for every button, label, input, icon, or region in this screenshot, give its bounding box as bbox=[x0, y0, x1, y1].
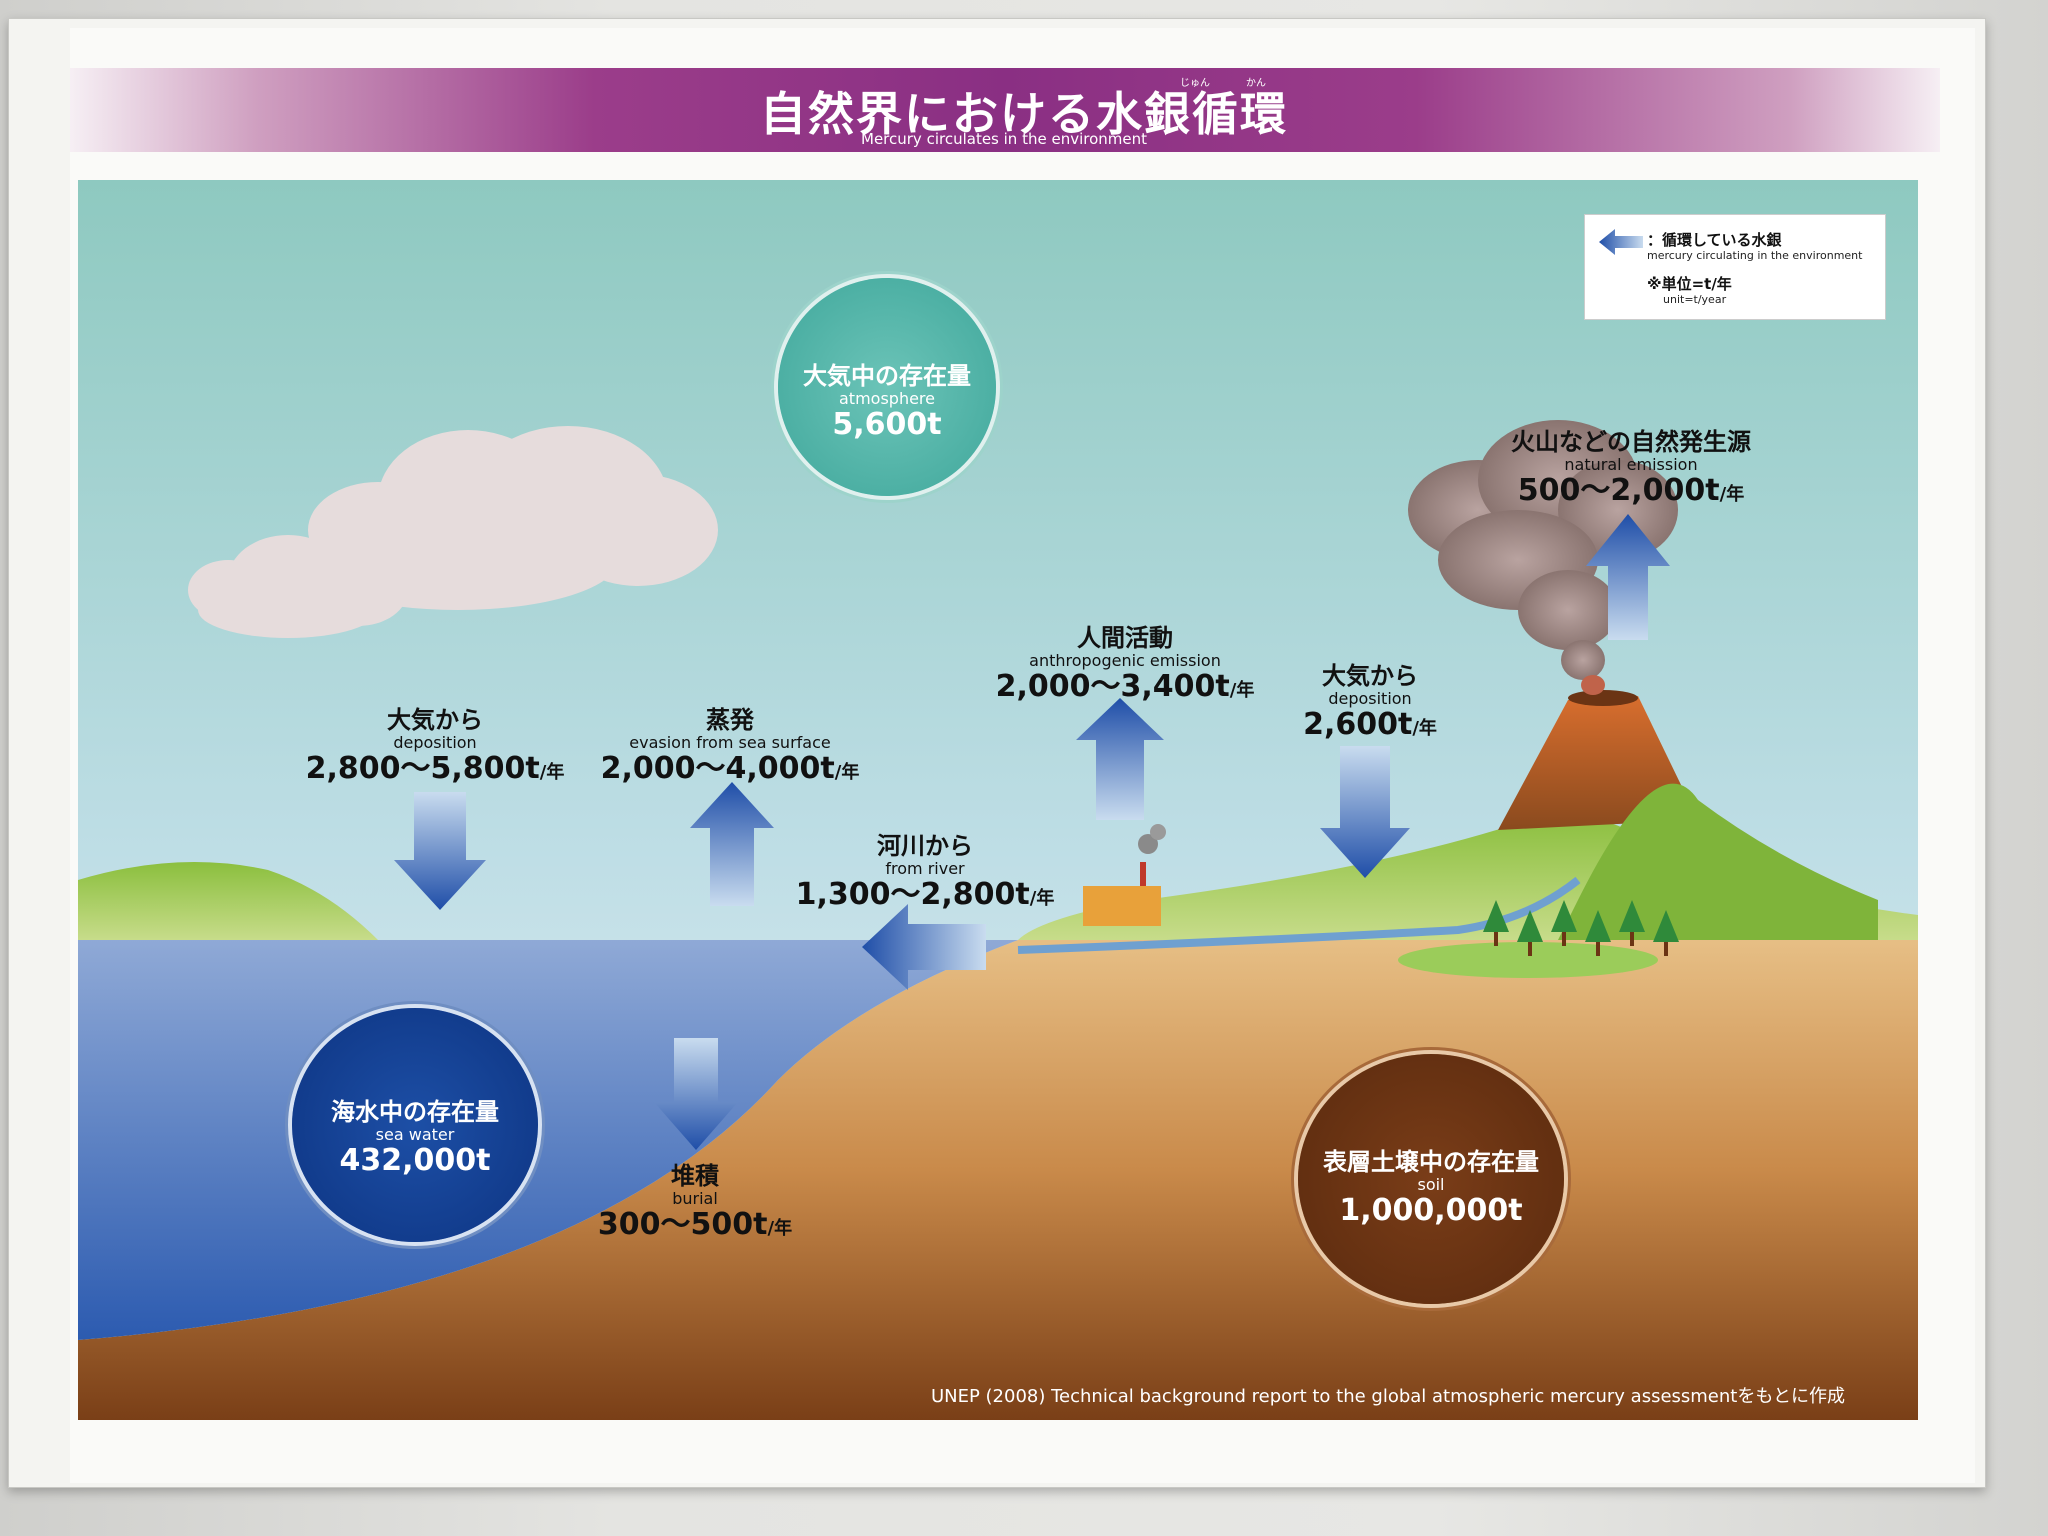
anthropogenic-ja: 人間活動 bbox=[1077, 624, 1173, 652]
deposition-sea-en: deposition bbox=[393, 733, 477, 752]
title-ruby-1: じゅん bbox=[1180, 78, 1210, 89]
atmosphere-reservoir: 大気中の存在量 atmosphere 5,600t bbox=[778, 278, 996, 496]
burial-en: burial bbox=[672, 1189, 718, 1208]
evasion-en: evasion from sea surface bbox=[629, 733, 831, 752]
soil-reservoir: 表層土壌中の存在量 soil 1,000,000t bbox=[1298, 1054, 1564, 1304]
deposition-sea-ja: 大気から bbox=[387, 706, 483, 734]
sea-water-label: 海水中の存在量 bbox=[331, 1098, 499, 1126]
title-ruby-2: かん bbox=[1246, 78, 1266, 89]
poster-subtitle: Mercury circulates in the environment bbox=[861, 130, 1147, 148]
anthropogenic-en: anthropogenic emission bbox=[1029, 651, 1221, 670]
atmosphere-label-en: atmosphere bbox=[839, 389, 935, 408]
flow-arrows bbox=[394, 514, 1670, 1150]
sea-water-reservoir: 海水中の存在量 sea water 432,000t bbox=[292, 1008, 538, 1242]
atmosphere-value: 5,600t bbox=[832, 407, 942, 442]
evasion-ja: 蒸発 bbox=[706, 706, 754, 734]
burial-ja: 堆積 bbox=[671, 1162, 719, 1190]
deposition-land-ja: 大気から bbox=[1322, 662, 1418, 690]
river-label: 河川から from river 1,300～2,800t/年 bbox=[790, 832, 1060, 916]
deposition-sea-value: 2,800～5,800t bbox=[305, 751, 540, 786]
mercury-cycle-illustration bbox=[78, 180, 1918, 1420]
burial-value: 300～500t bbox=[597, 1207, 768, 1242]
poster-title: 自然界における水銀循環 bbox=[760, 87, 1288, 141]
legend-arrow-label-en: mercury circulating in the environment bbox=[1647, 249, 1863, 262]
deposition-sea-label: 大気から deposition 2,800～5,800t/年 bbox=[280, 706, 590, 790]
burial-unit: /年 bbox=[767, 1218, 793, 1239]
deposition-sea-unit: /年 bbox=[539, 762, 565, 783]
anthropogenic-label: 人間活動 anthropogenic emission 2,000～3,400t… bbox=[970, 624, 1280, 708]
evasion-value: 2,000～4,000t bbox=[600, 751, 835, 786]
deposition-land-unit: /年 bbox=[1412, 718, 1437, 739]
atmosphere-label: 大気中の存在量 bbox=[803, 362, 971, 390]
evasion-unit: /年 bbox=[834, 762, 860, 783]
natural-emission-label: 火山などの自然発生源 natural emission 500～2,000t/年 bbox=[1476, 428, 1786, 512]
natural-emission-ja: 火山などの自然発生源 bbox=[1511, 428, 1751, 456]
natural-emission-unit: /年 bbox=[1719, 484, 1745, 505]
anthropogenic-unit: /年 bbox=[1229, 680, 1255, 701]
natural-emission-en: natural emission bbox=[1564, 455, 1698, 474]
legend-arrow-icon bbox=[1599, 229, 1643, 255]
soil-value: 1,000,000t bbox=[1339, 1193, 1523, 1228]
deposition-land-en: deposition bbox=[1328, 689, 1412, 708]
legend-arrow-label: ：循環している水銀 bbox=[1647, 231, 1782, 249]
soil-label: 表層土壌中の存在量 bbox=[1323, 1148, 1539, 1176]
anthropogenic-value: 2,000～3,400t bbox=[995, 669, 1230, 704]
legend-unit-label: ※単位=t/年 bbox=[1647, 275, 1732, 293]
burial-label: 堆積 burial 300～500t/年 bbox=[580, 1162, 810, 1246]
title-banner bbox=[70, 68, 1940, 152]
legend-box: ：循環している水銀 mercury circulating in the env… bbox=[1584, 214, 1886, 320]
natural-emission-value: 500～2,000t bbox=[1517, 473, 1720, 508]
sea-water-label-en: sea water bbox=[375, 1125, 455, 1144]
soil-label-en: soil bbox=[1417, 1175, 1445, 1194]
deposition-land-label: 大気から deposition 2,600t/年 bbox=[1270, 662, 1470, 746]
river-unit: /年 bbox=[1029, 888, 1055, 909]
sea-water-value: 432,000t bbox=[339, 1143, 491, 1178]
legend-unit-label-en: unit=t/year bbox=[1663, 293, 1727, 306]
evasion-label: 蒸発 evasion from sea surface 2,000～4,000t… bbox=[580, 706, 880, 790]
river-value: 1,300～2,800t bbox=[795, 877, 1030, 912]
source-credit: UNEP (2008) Technical background report … bbox=[930, 1386, 1845, 1407]
river-ja: 河川から bbox=[877, 832, 973, 860]
river-en: from river bbox=[885, 859, 965, 878]
deposition-land-value: 2,600t bbox=[1303, 707, 1413, 742]
